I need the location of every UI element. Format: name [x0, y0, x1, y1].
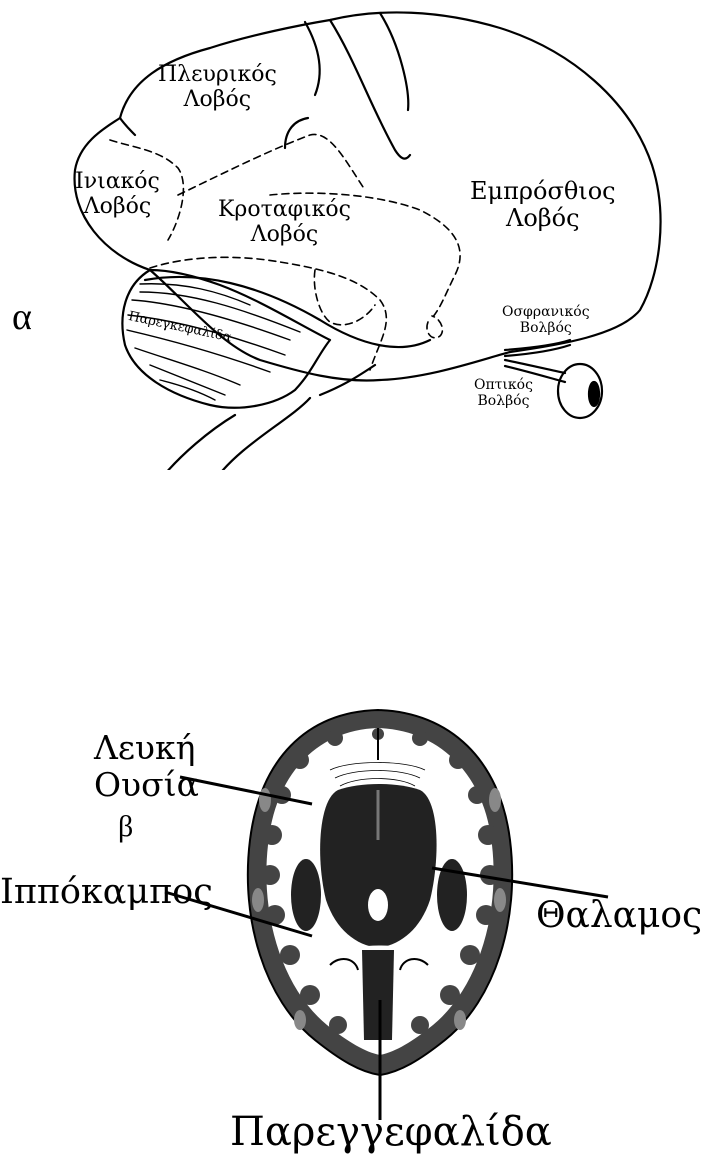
panel-letter-alpha: α	[12, 295, 32, 339]
hippocampus-left	[291, 859, 321, 931]
lateral-brain-drawing	[0, 0, 717, 470]
label-thalamus: Θαλαμος	[536, 896, 702, 936]
label-cerebellum-b: Παρεγγεφαλίδα	[230, 1110, 552, 1155]
cerebellum-b	[362, 950, 394, 1040]
label-hippocampus: Ιππόκαμπος	[0, 873, 213, 912]
panel-letter-beta: β	[118, 810, 133, 844]
brain-stem	[160, 415, 235, 470]
